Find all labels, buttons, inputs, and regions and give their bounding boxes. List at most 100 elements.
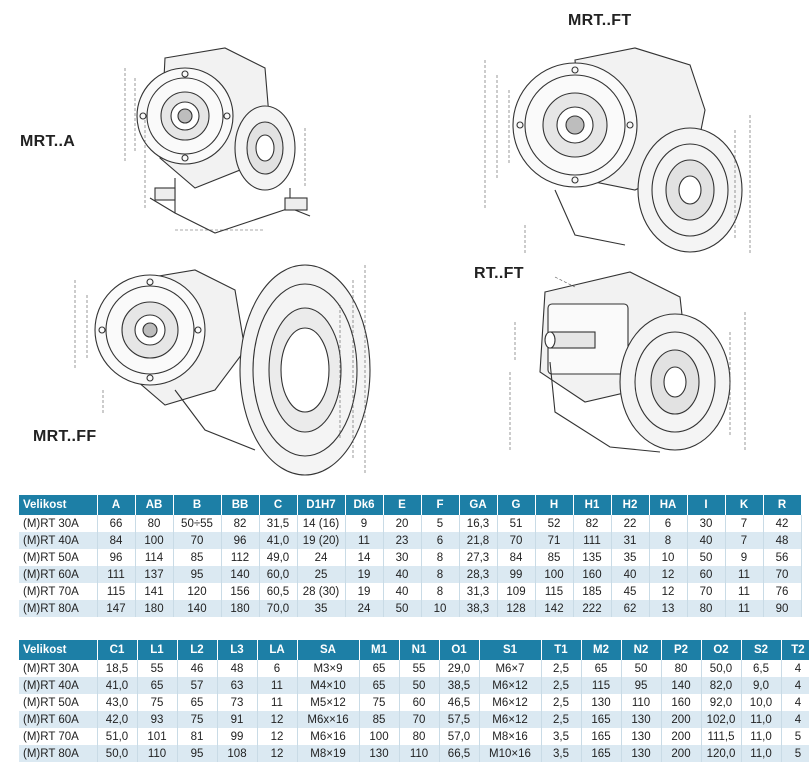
value-cell: 28,3 bbox=[459, 566, 498, 583]
value-cell: 185 bbox=[573, 583, 612, 600]
value-cell: 110 bbox=[621, 694, 662, 711]
value-cell: 135 bbox=[573, 549, 612, 566]
value-cell: 27,3 bbox=[459, 549, 498, 566]
value-cell: 141 bbox=[135, 583, 174, 600]
value-cell: 110 bbox=[399, 745, 440, 762]
value-cell: 8 bbox=[421, 566, 460, 583]
column-header: Dk6 bbox=[345, 495, 384, 515]
value-cell: 73 bbox=[217, 694, 258, 711]
value-cell: 76 bbox=[763, 583, 802, 600]
column-header: F bbox=[421, 495, 460, 515]
column-header: O2 bbox=[701, 640, 742, 660]
value-cell: 5 bbox=[421, 515, 460, 532]
value-cell: 11,0 bbox=[741, 728, 782, 745]
value-cell: 51,0 bbox=[97, 728, 138, 745]
value-cell: 80 bbox=[687, 600, 726, 617]
value-cell: 8 bbox=[421, 583, 460, 600]
value-cell: 2,5 bbox=[541, 694, 582, 711]
value-cell: 4 bbox=[781, 677, 809, 694]
value-cell: 160 bbox=[661, 694, 702, 711]
value-cell: 38,3 bbox=[459, 600, 498, 617]
value-cell: 38,5 bbox=[439, 677, 480, 694]
value-cell: 65 bbox=[177, 694, 218, 711]
value-cell: 31 bbox=[611, 532, 650, 549]
value-cell: 12 bbox=[257, 728, 298, 745]
value-cell: 65 bbox=[359, 677, 400, 694]
size-cell: (M)RT 40A bbox=[19, 677, 98, 694]
value-cell: M6x×16 bbox=[297, 711, 360, 728]
column-header: G bbox=[497, 495, 536, 515]
value-cell: 8 bbox=[649, 532, 688, 549]
value-cell: 111 bbox=[573, 532, 612, 549]
value-cell: 50 bbox=[399, 677, 440, 694]
size-cell: (M)RT 70A bbox=[19, 728, 98, 745]
value-cell: 128 bbox=[497, 600, 536, 617]
value-cell: 46,5 bbox=[439, 694, 480, 711]
value-cell: 60,0 bbox=[259, 566, 298, 583]
value-cell: 42,0 bbox=[97, 711, 138, 728]
value-cell: 23 bbox=[383, 532, 422, 549]
value-cell: 41,0 bbox=[259, 532, 298, 549]
value-cell: 109 bbox=[497, 583, 536, 600]
value-cell: 100 bbox=[535, 566, 574, 583]
value-cell: 2,5 bbox=[541, 711, 582, 728]
value-cell: 24 bbox=[297, 549, 346, 566]
value-cell: 6 bbox=[421, 532, 460, 549]
column-header: BB bbox=[221, 495, 260, 515]
value-cell: M6×12 bbox=[479, 711, 542, 728]
value-cell: 48 bbox=[763, 532, 802, 549]
value-cell: 75 bbox=[137, 694, 178, 711]
value-cell: 99 bbox=[217, 728, 258, 745]
value-cell: 102,0 bbox=[701, 711, 742, 728]
value-cell: 130 bbox=[359, 745, 400, 762]
column-header: C bbox=[259, 495, 298, 515]
value-cell: 91 bbox=[217, 711, 258, 728]
value-cell: 46 bbox=[177, 660, 218, 677]
value-cell: 101 bbox=[137, 728, 178, 745]
value-cell: 165 bbox=[581, 711, 622, 728]
value-cell: 9 bbox=[725, 549, 764, 566]
value-cell: 11 bbox=[257, 694, 298, 711]
value-cell: 100 bbox=[359, 728, 400, 745]
value-cell: 108 bbox=[217, 745, 258, 762]
value-cell: 2,5 bbox=[541, 677, 582, 694]
value-cell: 60 bbox=[399, 694, 440, 711]
value-cell: 120,0 bbox=[701, 745, 742, 762]
value-cell: 50 bbox=[621, 660, 662, 677]
value-cell: 48 bbox=[217, 660, 258, 677]
value-cell: M4×10 bbox=[297, 677, 360, 694]
value-cell: 96 bbox=[221, 532, 260, 549]
size-cell: (M)RT 80A bbox=[19, 600, 98, 617]
column-header: H bbox=[535, 495, 574, 515]
value-cell: 60,5 bbox=[259, 583, 298, 600]
column-header: N1 bbox=[399, 640, 440, 660]
value-cell: 70,0 bbox=[259, 600, 298, 617]
value-cell: 8 bbox=[421, 549, 460, 566]
value-cell: 2,5 bbox=[541, 660, 582, 677]
value-cell: 6 bbox=[257, 660, 298, 677]
value-cell: 70 bbox=[763, 566, 802, 583]
value-cell: 66 bbox=[97, 515, 136, 532]
label-mrt-ft: MRT..FT bbox=[568, 12, 632, 29]
column-header: R bbox=[763, 495, 802, 515]
value-cell: 57 bbox=[177, 677, 218, 694]
value-cell: 70 bbox=[399, 711, 440, 728]
value-cell: 10 bbox=[421, 600, 460, 617]
value-cell: 14 (16) bbox=[297, 515, 346, 532]
value-cell: 14 bbox=[345, 549, 384, 566]
value-cell: 84 bbox=[97, 532, 136, 549]
value-cell: 50÷55 bbox=[173, 515, 222, 532]
value-cell: 7 bbox=[725, 515, 764, 532]
value-cell: 100 bbox=[135, 532, 174, 549]
value-cell: 140 bbox=[661, 677, 702, 694]
drawing-mrt-a bbox=[124, 47, 311, 234]
value-cell: 200 bbox=[661, 728, 702, 745]
value-cell: 25 bbox=[297, 566, 346, 583]
column-header: A bbox=[97, 495, 136, 515]
value-cell: 165 bbox=[581, 745, 622, 762]
